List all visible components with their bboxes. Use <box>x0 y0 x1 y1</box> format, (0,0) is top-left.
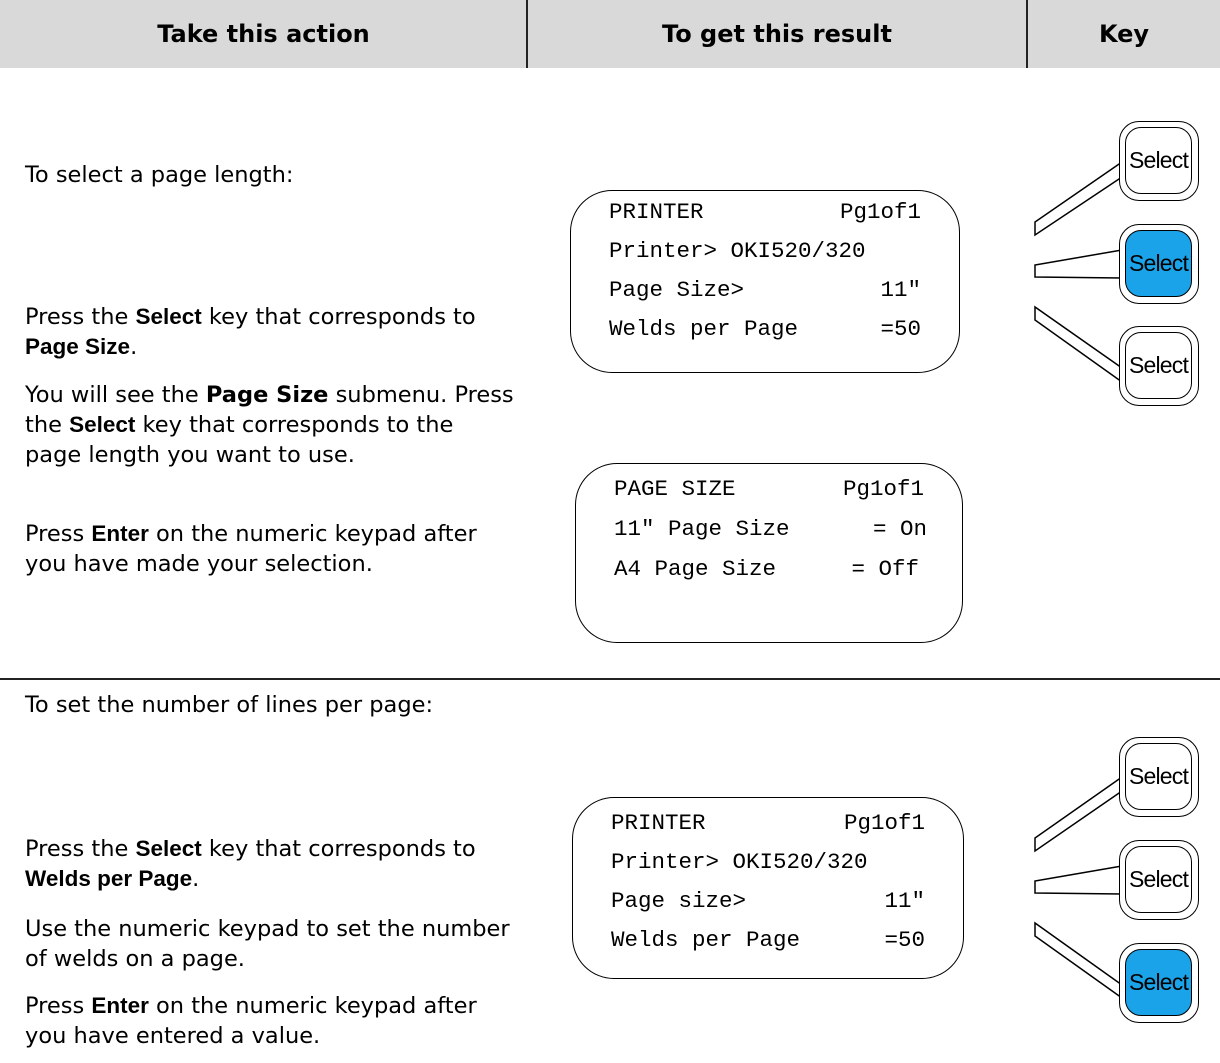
section1-step1: Press the Select key that corresponds to… <box>25 304 476 360</box>
select-key-label: Select <box>1125 949 1192 1016</box>
section2-step2: Use the numeric keypad to set the number… <box>25 916 510 972</box>
select-key-1[interactable]: Select <box>1119 121 1199 201</box>
header-key: Key <box>1098 20 1150 48</box>
section2-step1: Press the Select key that corresponds to… <box>25 836 476 892</box>
section2-intro: To set the number of lines per page: <box>25 692 434 718</box>
select-key-label: Select <box>1125 127 1192 194</box>
header-divider <box>526 0 528 68</box>
lcd-line: 11″ Page Size= On <box>614 516 927 542</box>
select-key-2[interactable]: Select <box>1119 224 1199 304</box>
section-divider <box>0 678 1220 680</box>
section1-step3: Press Enter on the numeric keypad after … <box>25 521 477 577</box>
lcd-line: Page Size>11″ <box>609 277 921 303</box>
lcd-line: Welds per Page=50 <box>611 927 925 953</box>
select-key-3[interactable]: Select <box>1119 326 1199 406</box>
section2-step3: Press Enter on the numeric keypad after … <box>25 993 477 1049</box>
section1-intro: To select a page length: <box>25 162 294 188</box>
select-key-label: Select <box>1125 230 1192 297</box>
select-key-2[interactable]: Select <box>1119 840 1199 920</box>
select-key-label: Select <box>1125 743 1192 810</box>
header-take-action: Take this action <box>157 20 370 48</box>
lcd-line: Printer> OKI520/320 <box>611 849 868 875</box>
lcd-line: Page size>11″ <box>611 888 925 914</box>
select-key-1[interactable]: Select <box>1119 737 1199 817</box>
lcd-line: A4 Page Size= Off <box>614 556 919 582</box>
lcd-line: Welds per Page=50 <box>609 316 921 342</box>
lcd-line: Printer> OKI520/320 <box>609 238 866 264</box>
header-divider <box>1026 0 1028 68</box>
select-key-label: Select <box>1125 332 1192 399</box>
select-key-label: Select <box>1125 846 1192 913</box>
select-key-3[interactable]: Select <box>1119 943 1199 1023</box>
table-header: Take this action To get this result Key <box>0 0 1220 68</box>
section1-step2: You will see the Page Size submenu. Pres… <box>25 382 514 468</box>
header-result: To get this result <box>662 20 892 48</box>
